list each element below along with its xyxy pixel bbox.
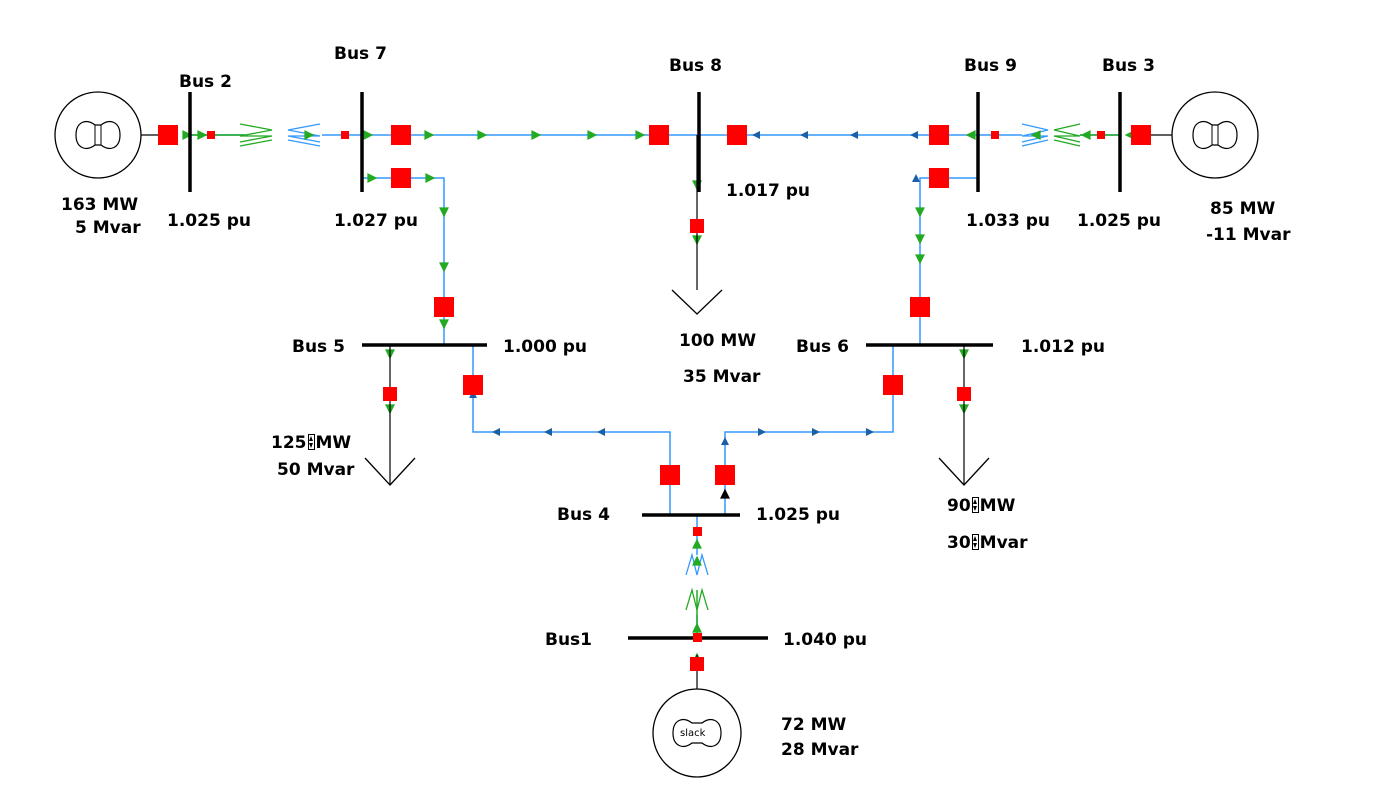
bus-4-voltage: 1.025 pu	[756, 505, 840, 525]
load-bus6-arrow[interactable]	[938, 457, 990, 486]
generator-bus1-slack[interactable]	[652, 688, 742, 778]
bus-6-voltage: 1.012 pu	[1021, 337, 1105, 357]
gen-1-mvar: 28 Mvar	[781, 740, 859, 760]
bus-6-name: Bus 6	[796, 337, 849, 357]
load-bus8-arrow[interactable]	[671, 289, 723, 315]
slack-tag: slack	[680, 728, 706, 739]
breaker[interactable]	[910, 297, 930, 317]
bus-5-voltage: 1.000 pu	[503, 337, 587, 357]
load-6-mvar-unit: Mvar	[979, 533, 1028, 553]
load-5-mw-spinner[interactable]	[307, 434, 315, 450]
line-7-5[interactable]	[362, 177, 445, 345]
bus-8-name: Bus 8	[669, 56, 722, 76]
bus-4-name: Bus 4	[557, 505, 610, 525]
breaker[interactable]	[391, 168, 411, 188]
breaker[interactable]	[660, 465, 680, 485]
breaker[interactable]	[727, 125, 747, 145]
breaker[interactable]	[715, 465, 735, 485]
breaker[interactable]	[693, 527, 702, 536]
load-5-mw-value: 125	[271, 433, 307, 453]
load-5-mvar: 50 Mvar	[277, 460, 355, 480]
bus-1-name: Bus1	[545, 630, 593, 650]
breaker[interactable]	[883, 375, 903, 395]
gen-3-mvar: -11 Mvar	[1206, 225, 1291, 245]
breaker[interactable]	[1097, 131, 1105, 139]
bus-7-voltage: 1.027 pu	[334, 211, 418, 231]
breaker[interactable]	[690, 219, 704, 233]
transformer-4-1[interactable]	[685, 552, 709, 611]
load-6-mvar-spinner[interactable]	[971, 534, 979, 550]
breaker[interactable]	[693, 633, 702, 642]
load-6-mw: 90 MW	[947, 496, 1015, 516]
breaker[interactable]	[649, 125, 669, 145]
load-5-mw-unit: MW	[315, 433, 352, 453]
breaker[interactable]	[463, 375, 483, 395]
generator-bus3[interactable]	[1150, 91, 1259, 179]
gen-2-mvar: 5 Mvar	[75, 218, 141, 238]
bus-3-voltage: 1.025 pu	[1077, 211, 1161, 231]
load-6-mvar: 30 Mvar	[947, 533, 1028, 553]
breaker[interactable]	[391, 125, 411, 145]
bus-9-name: Bus 9	[964, 56, 1017, 76]
bus-2-name: Bus 2	[179, 72, 232, 92]
breaker[interactable]	[1131, 125, 1151, 145]
line-5-4[interactable]	[472, 345, 671, 515]
bus-2-voltage: 1.025 pu	[167, 211, 251, 231]
gen-1-mw: 72 MW	[781, 715, 847, 735]
bus-bars[interactable]	[188, 92, 1122, 640]
breaker[interactable]	[690, 657, 704, 671]
bus-3-name: Bus 3	[1102, 56, 1155, 76]
breaker[interactable]	[929, 168, 949, 188]
load-6-mvar-value: 30	[947, 533, 971, 553]
bus-7-name: Bus 7	[334, 44, 387, 64]
line-9-6[interactable]	[919, 177, 978, 345]
gen-2-mw: 163 MW	[61, 195, 139, 215]
breaker[interactable]	[158, 125, 178, 145]
breaker[interactable]	[341, 131, 349, 139]
breaker[interactable]	[434, 297, 454, 317]
breaker[interactable]	[383, 387, 397, 401]
breakers[interactable]	[158, 125, 1151, 671]
breaker[interactable]	[957, 387, 971, 401]
load-5-mw: 125 MW	[271, 433, 351, 453]
load-6-mw-value: 90	[947, 496, 971, 516]
bus-5-name: Bus 5	[292, 337, 345, 357]
bus-8-voltage: 1.017 pu	[726, 181, 810, 201]
bus-9-voltage: 1.033 pu	[966, 211, 1050, 231]
load-6-mw-spinner[interactable]	[971, 497, 979, 513]
load-8-mvar: 35 Mvar	[683, 367, 761, 387]
load-bus5-arrow[interactable]	[364, 457, 416, 486]
breaker[interactable]	[929, 125, 949, 145]
load-feeders	[389, 135, 965, 690]
gen-3-mw: 85 MW	[1210, 199, 1276, 219]
breaker[interactable]	[991, 131, 999, 139]
load-6-mw-unit: MW	[979, 496, 1016, 516]
bus-1-voltage: 1.040 pu	[783, 630, 867, 650]
generator-bus2[interactable]	[54, 91, 160, 179]
load-8-mw: 100 MW	[679, 331, 757, 351]
breaker[interactable]	[207, 131, 215, 139]
transformer-9-3[interactable]	[1021, 123, 1081, 147]
